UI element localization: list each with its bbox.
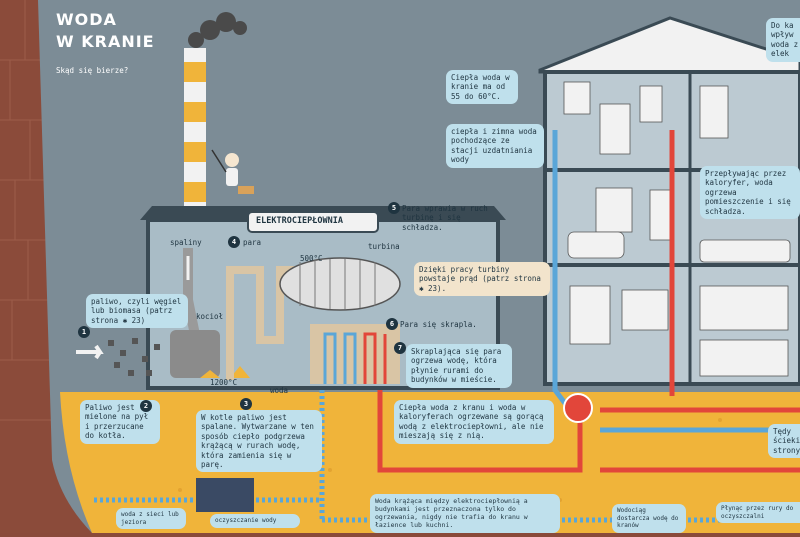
step-number-7: 7 xyxy=(394,342,406,354)
turbine-note: Dzięki pracy turbiny powstaje prąd (patr… xyxy=(414,262,550,297)
step-7-text: Skraplająca się para ogrzewa wodę, która… xyxy=(406,344,512,388)
step-3-text: W kotle paliwo jest spalane. Wytwarzane … xyxy=(196,410,322,473)
page-title: WODA xyxy=(56,10,117,29)
radiator-note: Przepływając przez kaloryfer, woda ogrze… xyxy=(700,166,800,219)
plant-sign-label: ELEKTROCIEPŁOWNIA xyxy=(256,216,343,226)
steam-pipe xyxy=(226,266,300,380)
water-treatment-note: oczyszczanie wody xyxy=(210,514,300,528)
page-subtitle: Skąd się bierze? xyxy=(56,66,129,75)
label-kociol: kocioł xyxy=(196,312,224,321)
label-temp-1200: 1200°C xyxy=(210,378,238,387)
brick-lines xyxy=(0,0,60,421)
flames xyxy=(200,366,250,378)
label-turbina: turbina xyxy=(368,242,400,251)
furniture xyxy=(563,81,791,377)
label-spaliny: spaliny xyxy=(170,238,202,247)
sewage-note: Płynąc przez rury do oczyszczalni xyxy=(716,502,800,523)
page-title-line2: W KRANIE xyxy=(56,32,155,51)
step-number-4: 4 xyxy=(228,236,240,248)
right-edge-note: Tędy ścieki strony xyxy=(768,424,800,459)
fuel-arrow xyxy=(76,344,104,360)
house-roof xyxy=(538,16,800,74)
step-number-2: 2 xyxy=(140,400,152,412)
heat-exchanger xyxy=(563,393,593,423)
step-number-3: 3 xyxy=(240,398,252,410)
step-6-text: Para się skrapla. xyxy=(400,320,477,329)
hot-water-temp-note: Ciepła woda w kranie ma od 55 do 60°C. xyxy=(446,70,518,105)
smoke xyxy=(188,12,247,48)
label-woda: woda xyxy=(270,386,289,395)
turbine-ribs xyxy=(299,259,376,309)
step-1-text: paliwo, czyli węgiel lub biomasa (patrz … xyxy=(86,294,188,329)
tap-vs-radiator-note: Ciepła woda z kranu i woda w kaloryferac… xyxy=(394,400,554,444)
label-para: para xyxy=(243,238,262,247)
hot-cold-source-note: ciepła i zimna woda pochodzące ze stacji… xyxy=(446,124,544,168)
waterworks-note: Wodociąg dostarcza wodę do kranów xyxy=(612,504,686,533)
painter-figure xyxy=(211,149,254,194)
bottom-pipe-note: Woda krążąca między elektrociepłownią a … xyxy=(370,494,560,533)
step-number-6: 6 xyxy=(386,318,398,330)
water-treatment-unit xyxy=(196,478,254,512)
step-5-text: Para wprawia w ruch turbinę i się schład… xyxy=(402,204,488,232)
plant-sign xyxy=(247,211,379,233)
step-number-5: 5 xyxy=(388,202,400,214)
top-right-note: Do ka wpływ woda z elek xyxy=(766,18,800,62)
step-number-1: 1 xyxy=(78,326,90,338)
label-temp-500: 500°C xyxy=(300,254,323,263)
coal-particles xyxy=(108,338,160,376)
bottom-left-note: woda z sieci lub jeziora xyxy=(116,508,186,529)
turbine xyxy=(279,257,401,311)
boiler xyxy=(170,330,220,378)
